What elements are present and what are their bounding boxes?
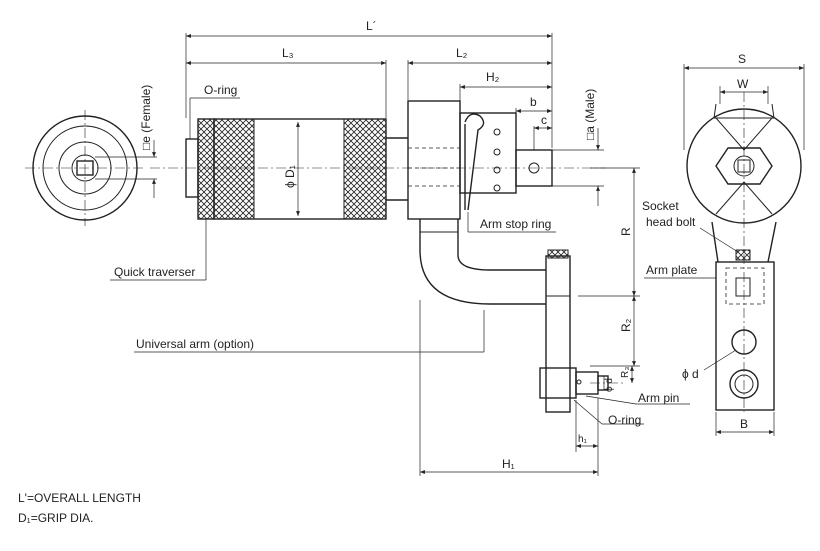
- h1-small-label: h₁: [578, 434, 588, 445]
- socket-head-bolt-label-2: head bolt: [646, 215, 696, 229]
- top-dimensions: L´ L₃ L₂ H₂ b c □a (Male): [185, 19, 604, 206]
- r-label: R: [619, 227, 633, 236]
- o-ring-top-label: O-ring: [204, 83, 237, 97]
- vertical-dimensions: R R₂ R₃ ϕ d: [603, 168, 636, 392]
- o-ring-bottom-label: O-ring: [608, 413, 641, 427]
- h1-label: H₁: [502, 457, 515, 471]
- note-grip-dia: D₁=GRIP DIA.: [18, 511, 94, 525]
- arm-pin-label: Arm pin: [638, 391, 679, 405]
- end-view-right: S W B Socket head bolt Arm plate ϕ d: [642, 52, 805, 436]
- h2-label: H₂: [486, 70, 500, 84]
- b-dim-label: b: [530, 95, 537, 109]
- r2-label: R₂: [619, 318, 633, 332]
- end-view-left: □e (Female): [25, 85, 157, 226]
- overall-length-label: L´: [366, 19, 377, 33]
- b-cap-label: B: [740, 417, 748, 431]
- male-square-label: □a (Male): [583, 89, 597, 140]
- notes-block: L'=OVERALL LENGTH D₁=GRIP DIA.: [18, 488, 141, 528]
- phi-d-side-label: ϕ d: [682, 367, 699, 381]
- bottom-dimensions: H₁ h₁: [419, 300, 599, 476]
- grip-diameter-label: ϕ D₁: [283, 165, 297, 188]
- c-dim-label: c: [541, 113, 547, 127]
- female-square-label: □e (Female): [139, 85, 153, 150]
- arm-plate-label: Arm plate: [646, 263, 698, 277]
- universal-arm: [419, 167, 640, 413]
- quick-traverser-label: Quick traverser: [114, 265, 195, 279]
- callouts: O-ring Arm stop ring Quick traverser Uni…: [110, 83, 690, 427]
- r3-label: R₃: [620, 367, 631, 378]
- phi-d-small-label: ϕ d: [604, 378, 615, 392]
- s-label: S: [738, 52, 746, 66]
- note-overall-length: L'=OVERALL LENGTH: [18, 491, 141, 505]
- main-body: ϕ D₁: [150, 100, 606, 220]
- universal-arm-label: Universal arm (option): [136, 337, 254, 351]
- l2-label: L₂: [456, 46, 468, 60]
- socket-head-bolt-label-1: Socket: [642, 199, 679, 213]
- arm-stop-ring-label: Arm stop ring: [480, 217, 551, 231]
- w-label: W: [737, 77, 749, 91]
- l3-label: L₃: [282, 46, 294, 60]
